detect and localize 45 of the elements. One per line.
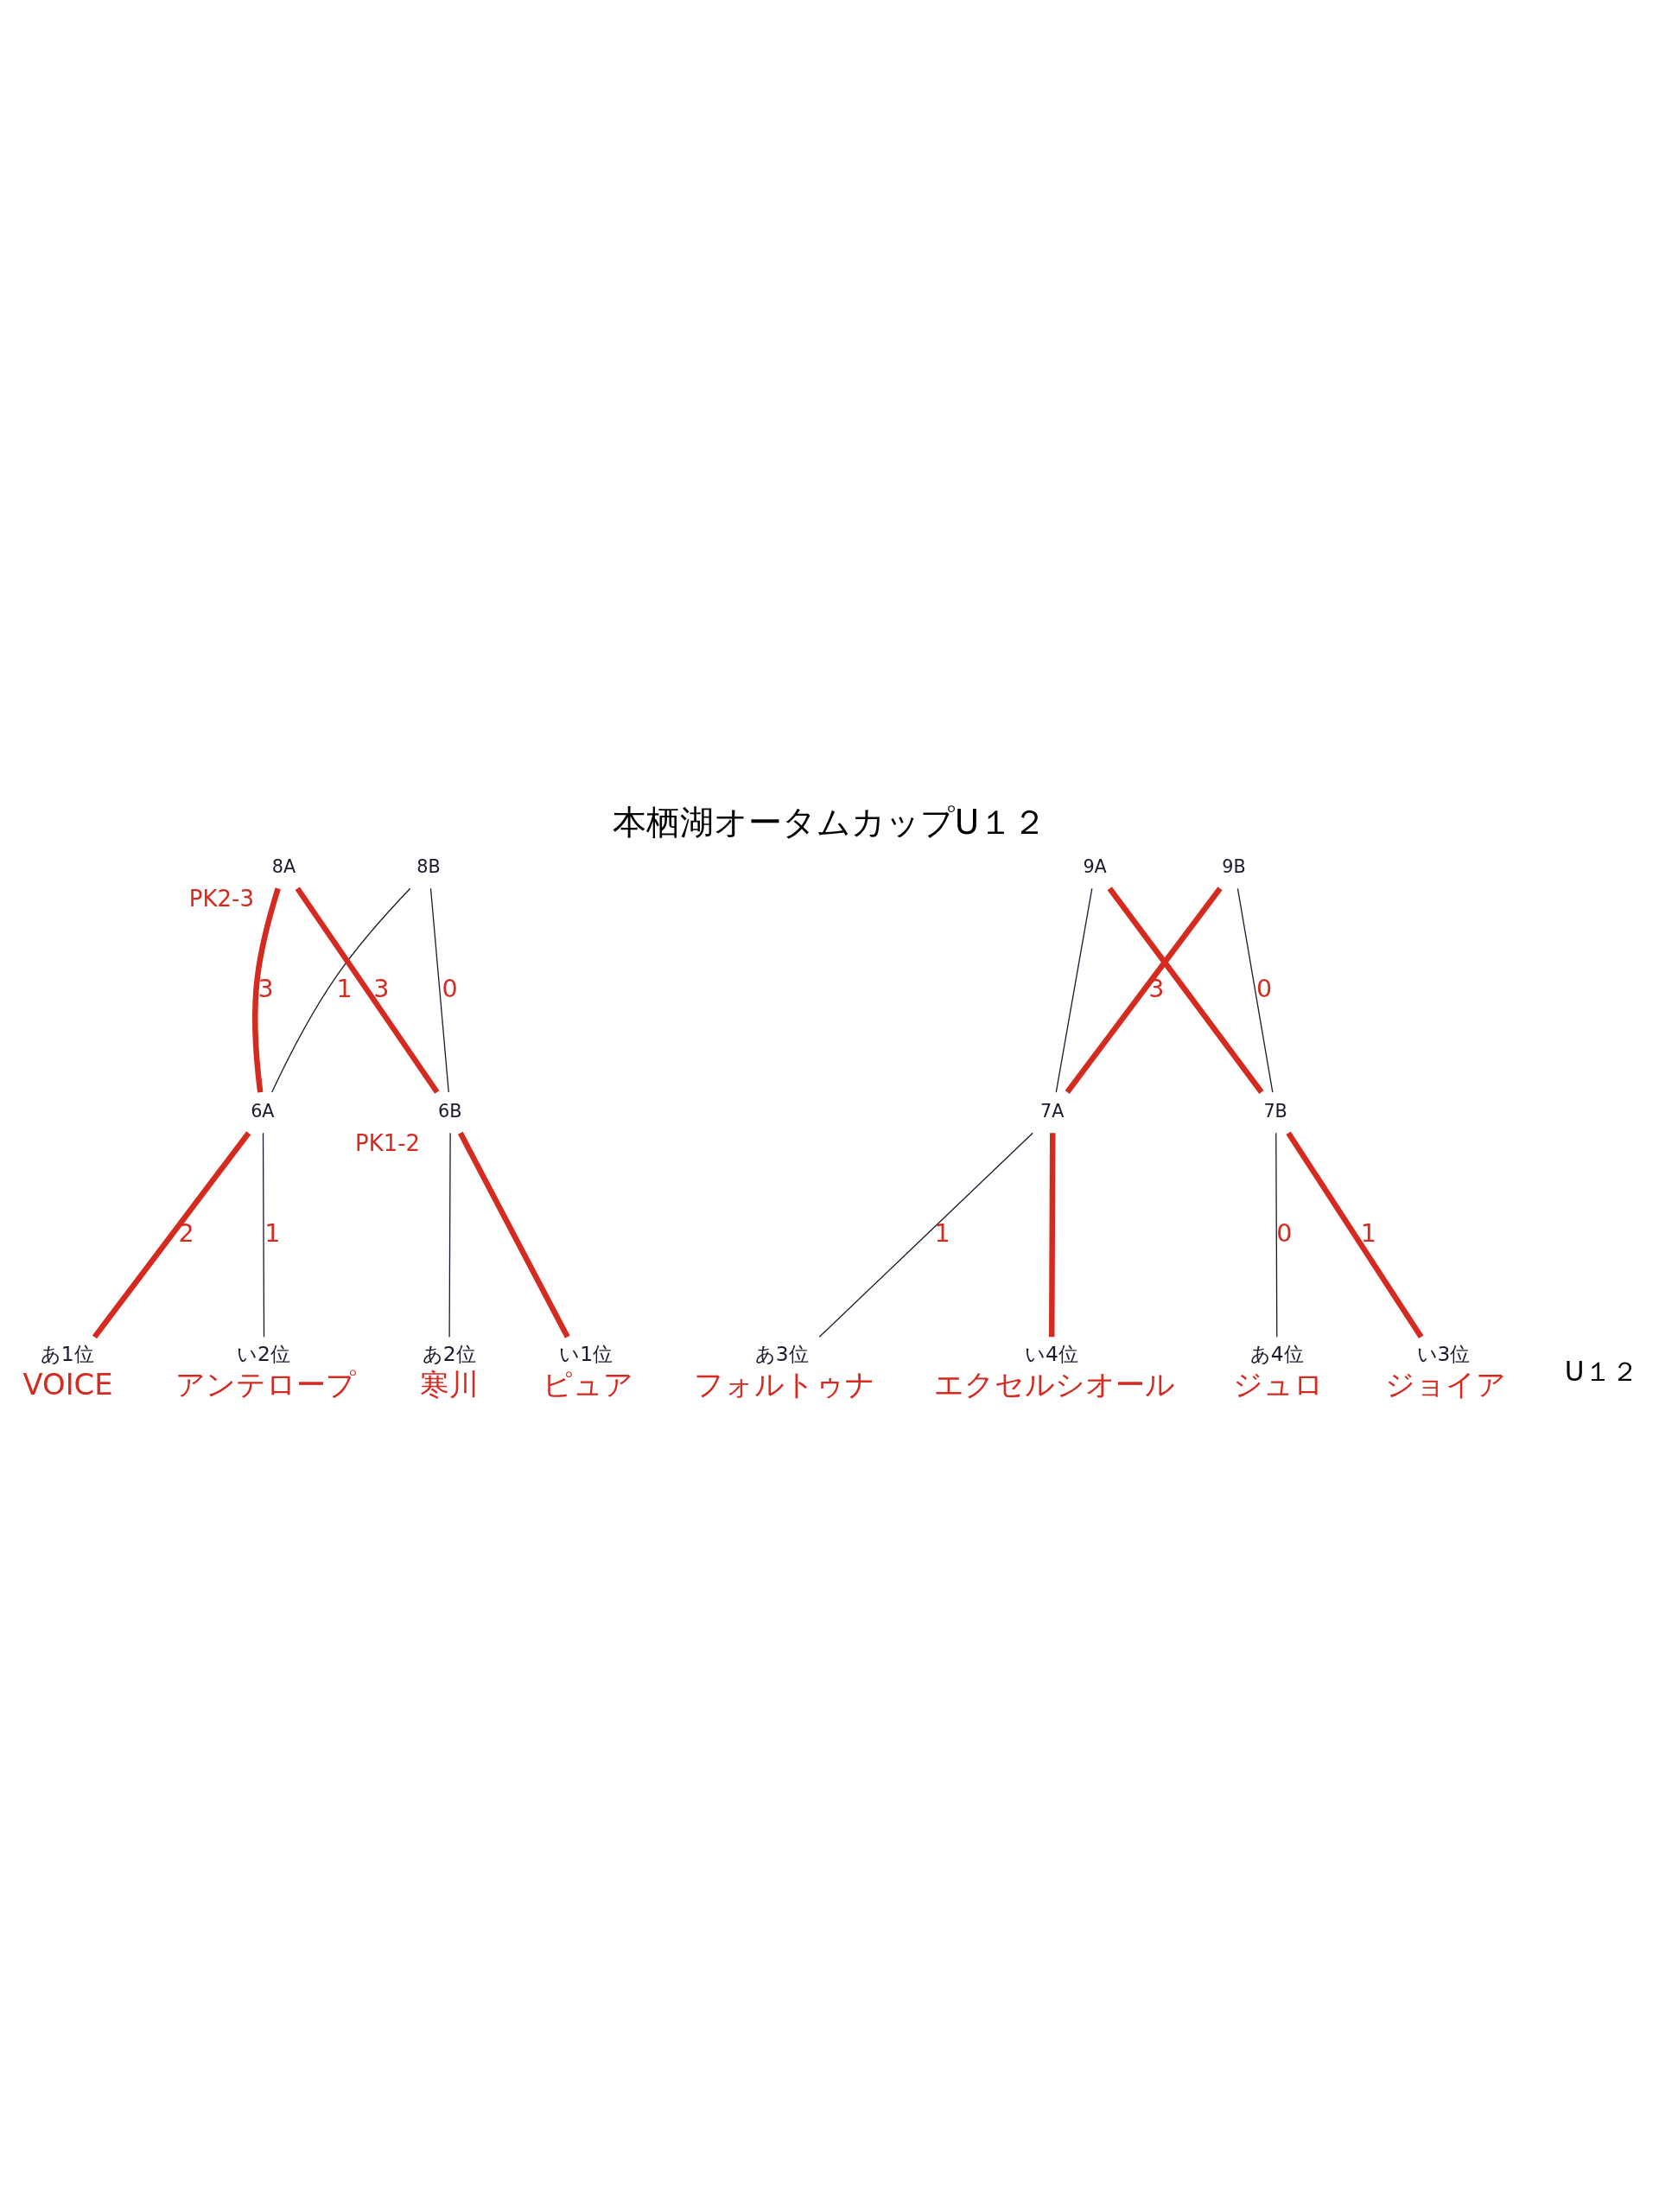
node-text: 9A xyxy=(1083,855,1107,877)
node-text: 8B xyxy=(416,855,441,877)
connector xyxy=(1107,887,1264,1094)
node-text: い3位 ジョイア xyxy=(1384,1341,1506,1402)
node-text: 7B xyxy=(1263,1100,1287,1122)
connector xyxy=(1055,887,1093,1093)
node-text: 8A xyxy=(271,855,296,877)
edge-label: 0 xyxy=(1255,973,1273,1003)
node-text: 7A xyxy=(1040,1100,1065,1122)
connector xyxy=(92,1131,251,1339)
edge-label: 1 xyxy=(336,973,353,1003)
edge-label: 0 xyxy=(442,973,458,1003)
node-text: あ1位 VOICE xyxy=(22,1341,113,1402)
node-text: い2位 アンテロープ xyxy=(175,1341,357,1402)
node-label: PK2-3 xyxy=(188,885,254,912)
node-text: あ4位 ジュロ xyxy=(1233,1341,1325,1402)
connector xyxy=(429,887,449,1093)
connector xyxy=(1286,1131,1424,1339)
node-text: い1位 ピュア xyxy=(542,1341,633,1402)
node-text: 6A xyxy=(251,1100,275,1122)
node-text: あ2位 寒川 xyxy=(420,1341,480,1402)
node-text: 9B xyxy=(1222,855,1246,877)
edge-label: 3 xyxy=(373,973,390,1003)
node-text: い4位 エクセルシオール xyxy=(933,1341,1175,1402)
connector xyxy=(262,1132,265,1338)
edge-label: 2 xyxy=(178,1217,194,1248)
connector xyxy=(818,1132,1033,1338)
node-label: PK1-2 xyxy=(354,1129,421,1156)
connector xyxy=(457,1131,570,1338)
node-text: あ3位 フォルトゥナ xyxy=(693,1341,875,1402)
label: U１２ xyxy=(1564,1355,1638,1387)
connector xyxy=(295,887,440,1094)
connector xyxy=(1236,887,1274,1093)
connector xyxy=(1065,887,1223,1094)
edge-label: 1 xyxy=(1360,1217,1376,1248)
connector xyxy=(271,887,411,1093)
edge-label: 0 xyxy=(1276,1217,1293,1248)
edge-label: 3 xyxy=(257,973,274,1003)
connector xyxy=(448,1132,451,1338)
connector xyxy=(252,887,281,1093)
edge-label: 1 xyxy=(264,1217,281,1248)
diagram-title: 本栖湖オータムカップU１２ xyxy=(612,802,1047,842)
connector xyxy=(1275,1132,1278,1338)
edge-label: 1 xyxy=(934,1217,950,1248)
node-text: 6B xyxy=(437,1100,462,1122)
